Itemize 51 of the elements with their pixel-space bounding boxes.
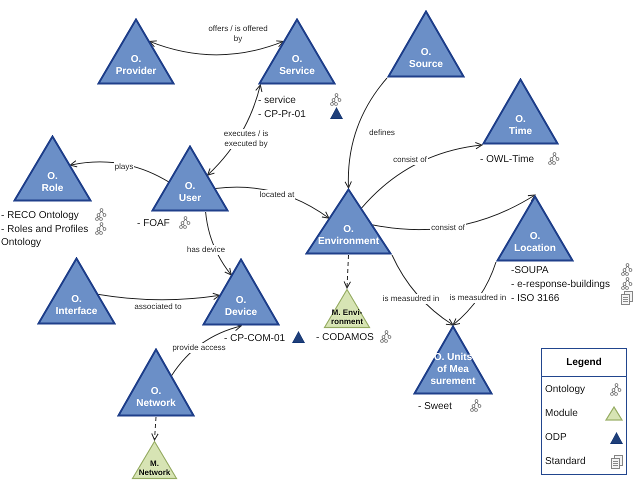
node-label: O. Network (136, 386, 176, 410)
legend-text: Ontology (545, 383, 586, 397)
arrow (344, 78, 388, 189)
node-label: M. Envi- ronment (331, 308, 363, 326)
annotation-text: - CODAMOS (316, 331, 375, 344)
annotation-text: - RECO Ontology (1, 209, 80, 222)
node-label: O. Source (409, 47, 443, 71)
arrow (392, 254, 454, 326)
legend-text: ODP (545, 431, 567, 445)
edge-label: offers / is offered by (207, 24, 269, 44)
annotation-text: - e-response-buildings (511, 278, 611, 291)
node-label: O. Service (279, 54, 315, 78)
legend-title: Legend (542, 349, 626, 377)
legend-text: Module (545, 407, 578, 421)
annotation-text: - FOAF (137, 217, 171, 230)
annotation-text: - service (258, 94, 297, 107)
annotation-text: - CP-COM-01 (224, 332, 286, 345)
node-label: O. Provider (116, 54, 156, 78)
node-label: O. Interface (56, 294, 98, 318)
annotation-text: - CP-Pr-01 (258, 108, 307, 121)
edge-label: associated to (133, 302, 183, 312)
edge-label: plays (114, 162, 134, 172)
node-label: O. Role (42, 171, 64, 195)
arrow (205, 212, 232, 276)
annotation-text: - ISO 3166 (511, 292, 560, 305)
legend-text: Standard (545, 455, 586, 469)
arrow (361, 142, 483, 209)
node-label: O. User (178, 181, 202, 205)
edge-label: consist of (430, 223, 466, 233)
edge-label: is measudred in (382, 294, 440, 304)
edge-label: located at (258, 190, 296, 200)
edge-label: consist of (392, 155, 428, 165)
edge-label: defines (368, 128, 396, 138)
node-label: O. Device (224, 295, 258, 319)
node-label: O. Units of Mea surement (429, 352, 476, 388)
arrow (70, 160, 170, 182)
edge-label: has device (186, 245, 226, 255)
annotation-text: - OWL-Time (480, 153, 536, 166)
node-label: M. Network (138, 459, 170, 477)
arrow (344, 254, 351, 289)
node-label: O. Time (508, 114, 532, 138)
edge-label: is measudred in (448, 293, 508, 303)
arrow (98, 292, 220, 300)
node-label: O. Location (514, 231, 556, 255)
arrow (149, 40, 284, 56)
node-label: O. Environment (318, 224, 380, 248)
arrow (151, 416, 159, 441)
arrow (452, 262, 496, 326)
annotation-text: - Sweet (418, 400, 453, 413)
annotation-text: -SOUPA (511, 264, 550, 277)
annotation-text: - Roles and Profiles Ontology (1, 223, 90, 249)
